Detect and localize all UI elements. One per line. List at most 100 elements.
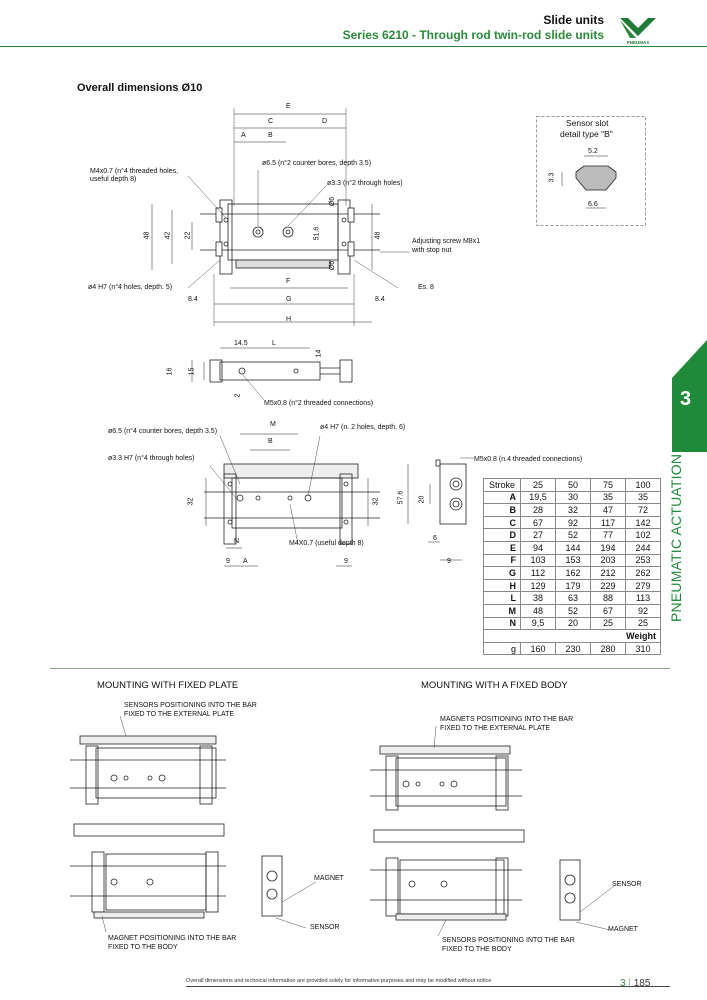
footer-note: Overall dimensions and technical informa… <box>186 978 492 984</box>
low-d9b: 9 <box>344 558 348 565</box>
cell: 142 <box>625 515 661 530</box>
slot-d33: 3.3 <box>548 172 556 183</box>
dim-B: B <box>268 132 273 139</box>
dim-H: H <box>286 316 292 323</box>
weight-unit: g <box>483 641 521 656</box>
note-h7: ø4 H7 (n°4 holes, depth. 5) <box>88 284 173 291</box>
low-note-th: ø3.3 H7 (n°4 through holes) <box>108 455 195 462</box>
sensor-slot-title1: Sensor slot <box>566 118 609 128</box>
cell: 67 <box>590 603 626 618</box>
cell: 162 <box>555 566 591 580</box>
low-dB: B <box>268 438 273 445</box>
cell: 144 <box>555 540 591 555</box>
table-header-cell: 100 <box>625 478 661 492</box>
left-note-bot1: MAGNET POSITIONING INTO THE BAR <box>108 935 237 942</box>
low-note-m5: M5x0.8 (n.4 threaded connections) <box>474 456 583 463</box>
cell: 92 <box>625 603 661 618</box>
note-es8: Es. 8 <box>418 284 434 291</box>
footer-rule <box>186 986 670 987</box>
cell: 117 <box>590 515 626 530</box>
low-note-m4: M4X0.7 (useful depth 8) <box>289 540 364 547</box>
cell: 48 <box>520 603 556 618</box>
cell: 63 <box>555 591 591 605</box>
cell: 212 <box>590 566 626 580</box>
dim-F: F <box>286 278 291 285</box>
sensor-slot-detail <box>536 116 646 226</box>
dim-E: E <box>286 103 291 110</box>
dim-D: D <box>322 118 328 125</box>
cell: 102 <box>625 528 661 542</box>
right-sensor: SENSOR <box>612 881 642 888</box>
dim-d6-top: Ø6 <box>329 196 337 207</box>
left-sensor: SENSOR <box>310 924 340 931</box>
dim-A: A <box>241 132 246 139</box>
cell: 129 <box>520 578 556 593</box>
cell: 25 <box>625 616 661 631</box>
cell: 103 <box>520 553 556 568</box>
slot-d66: 6.6 <box>588 201 598 208</box>
row-key: N <box>483 616 521 631</box>
dim-84-left: 8.4 <box>188 296 198 303</box>
row-key: B <box>483 503 521 517</box>
cell: 112 <box>520 566 556 580</box>
weight-cell: 160 <box>520 641 556 656</box>
mid-d145: 14.5 <box>234 340 248 347</box>
right-note-top2: FIXED TO THE EXTERNAL PLATE <box>440 725 551 732</box>
mid-d16: 16 <box>166 367 174 376</box>
header-rule <box>0 46 707 47</box>
dim-48-right: 48 <box>374 231 382 240</box>
cell: 253 <box>625 553 661 568</box>
dim-84-right: 8.4 <box>375 296 385 303</box>
cell: 27 <box>520 528 556 542</box>
logo-text: PNEUMAX <box>627 40 650 45</box>
left-note-top1: SENSORS POSITIONING INTO THE BAR <box>124 702 257 709</box>
cell: 19,5 <box>520 490 556 505</box>
cell: 35 <box>625 490 661 505</box>
cell: 9,5 <box>520 616 556 631</box>
page-ref: 185 <box>633 978 651 989</box>
weight-row: g 160 230 280 310 <box>483 641 661 656</box>
cell: 153 <box>555 553 591 568</box>
cell: 35 <box>590 490 626 505</box>
side-view-drawing <box>191 347 353 401</box>
right-note-bot1: SENSORS POSITIONING INTO THE BAR <box>442 937 575 944</box>
cell: 77 <box>590 528 626 542</box>
cell: 194 <box>590 540 626 555</box>
cell: 67 <box>520 515 556 530</box>
row-key: F <box>483 553 521 568</box>
table-header-cell: 75 <box>590 478 626 492</box>
dim-d6-bot: Ø6 <box>329 260 337 271</box>
note-th33: ø3.3 (n°2 through holes) <box>327 180 403 187</box>
weight-cell: 230 <box>555 641 591 656</box>
low-dM: M <box>270 421 276 428</box>
right-magnet: MAGNET <box>608 926 638 933</box>
cell: 38 <box>520 591 556 605</box>
end-d9: 9 <box>447 558 451 565</box>
left-note-bot2: FIXED TO THE BODY <box>108 944 178 951</box>
note-adj: Adjusting screw M8x1 <box>412 238 481 245</box>
cell: 92 <box>555 515 591 530</box>
cell: 94 <box>520 540 556 555</box>
cell: 28 <box>520 503 556 517</box>
row-key: H <box>483 578 521 593</box>
chapter-number: 3 <box>680 388 692 410</box>
mount-right-title: MOUNTING WITH A FIXED BODY <box>421 680 568 691</box>
note-m4b: useful depth 8) <box>90 176 137 183</box>
mount-left-title: MOUNTING WITH FIXED PLATE <box>97 680 239 691</box>
page-number: 3 | 185 <box>620 978 651 989</box>
weight-cell: 280 <box>590 641 626 656</box>
cell: 203 <box>590 553 626 568</box>
dim-516: 51.6 <box>313 226 321 241</box>
cell: 32 <box>555 503 591 517</box>
row-key: L <box>483 591 521 605</box>
cell: 244 <box>625 540 661 555</box>
header-subtitle: Series 6210 - Through rod twin-rod slide… <box>342 28 604 42</box>
